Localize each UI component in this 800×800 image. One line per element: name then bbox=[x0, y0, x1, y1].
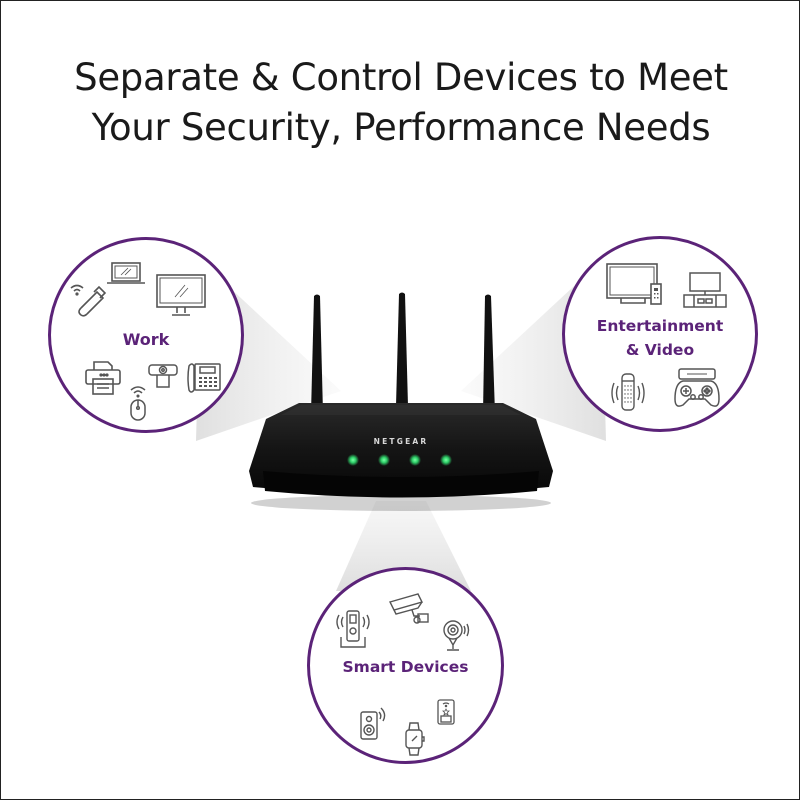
webcam-icon bbox=[147, 363, 179, 389]
smartwatch-icon bbox=[403, 721, 427, 757]
home-camera-icon bbox=[441, 619, 471, 653]
tv-stand-icon bbox=[682, 271, 728, 309]
smart-speaker-icon bbox=[609, 371, 647, 413]
headline-line-2: Your Security, Performance Needs bbox=[91, 106, 711, 149]
printer-icon bbox=[84, 360, 122, 396]
headline-line-1: Separate & Control Devices to Meet bbox=[74, 56, 728, 99]
smart-devices-circle: Smart Devices bbox=[307, 567, 504, 764]
tv-with-remote-icon bbox=[605, 262, 667, 308]
desk-phone-icon bbox=[186, 360, 222, 396]
usb-wifi-dongle-icon bbox=[69, 282, 109, 318]
monitor-icon bbox=[155, 273, 207, 319]
router-leds bbox=[347, 454, 452, 466]
smart-plug-icon bbox=[436, 698, 456, 726]
laptop-icon bbox=[106, 261, 146, 287]
wireless-mouse-icon bbox=[128, 385, 148, 421]
antennas bbox=[311, 292, 495, 413]
smart-hub-icon bbox=[336, 609, 370, 649]
game-console-controller-icon bbox=[673, 367, 721, 411]
router-brand-logo: NETGEAR bbox=[374, 437, 429, 446]
headline: Separate & Control Devices to Meet Your … bbox=[1, 53, 799, 153]
security-camera-icon bbox=[388, 592, 432, 626]
smart-devices-label: Smart Devices bbox=[342, 658, 469, 676]
entertainment-label-line-1: Entertainment bbox=[596, 317, 724, 335]
entertainment-label-line-2: & Video bbox=[625, 341, 695, 359]
work-circle: Work bbox=[48, 237, 244, 433]
speaker-icon bbox=[358, 706, 388, 742]
entertainment-circle: Entertainment & Video bbox=[562, 236, 758, 432]
work-label: Work bbox=[122, 330, 170, 349]
